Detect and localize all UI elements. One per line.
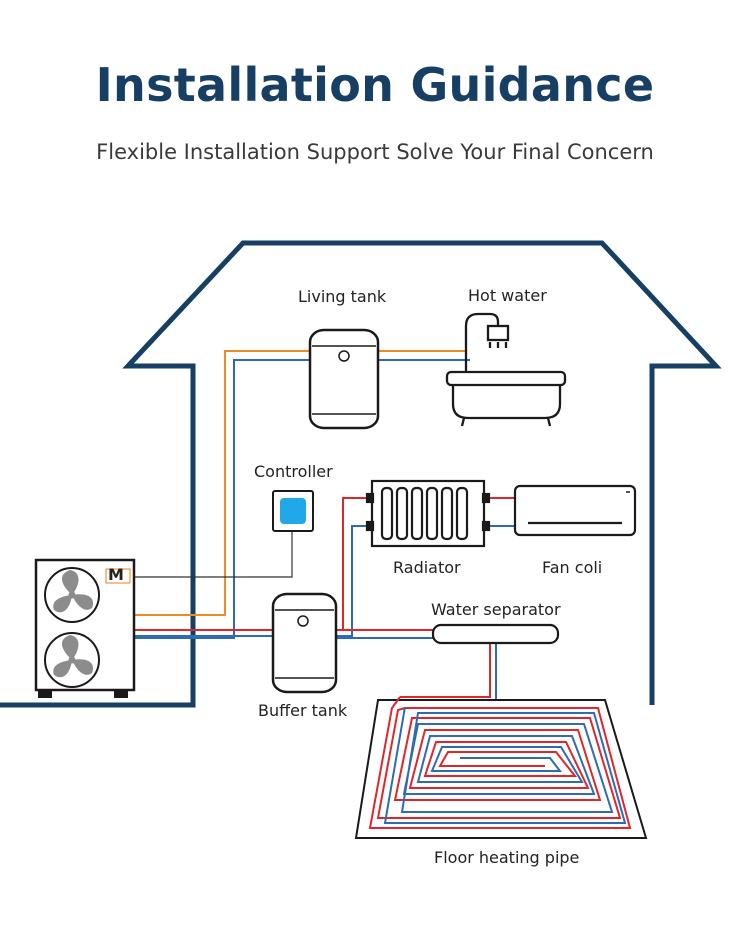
tank-gauge-icon: [297, 615, 309, 627]
fan-coil-label: Fan coli: [542, 558, 602, 577]
floor-heating-slab: [354, 696, 648, 839]
dhw-hot-pipe: [134, 350, 310, 616]
floor-heating-label: Floor heating pipe: [434, 848, 579, 867]
page-title: Installation Guidance: [95, 58, 655, 112]
radiator-flow-pipe: [336, 497, 372, 631]
brand-logo-mark: M: [108, 565, 124, 584]
fan-blade-icon: [53, 570, 94, 613]
fan-blade-icon: [53, 635, 94, 678]
pipe-network: [134, 350, 515, 708]
bathtub-icon: [445, 312, 567, 427]
brand-logo: [105, 568, 131, 584]
water-separator-manifold: [431, 623, 560, 645]
radiator-return-pipe: [336, 525, 372, 637]
hot-water-label: Hot water: [468, 286, 547, 305]
floor-pipe-blue: [383, 706, 627, 824]
living-tank: [308, 328, 380, 430]
tank-gauge-icon: [338, 350, 350, 362]
floor-flow-feed: [400, 644, 491, 698]
dhw-cold-pipe: [134, 359, 310, 639]
radiator-label: Radiator: [393, 558, 461, 577]
controller-screen: [280, 498, 306, 524]
radiator-unit: [365, 479, 491, 548]
buffer-tank-label: Buffer tank: [258, 701, 348, 720]
controller-device: [272, 490, 314, 532]
house-outline: [0, 240, 722, 708]
living-tank-label: Living tank: [298, 287, 387, 306]
heat-pump-unit: M: [34, 558, 136, 698]
page-subtitle: Flexible Installation Support Solve Your…: [96, 140, 654, 164]
buffer-tank: [271, 592, 338, 694]
controller-wire: [134, 530, 293, 578]
floor-pipe-red: [368, 696, 632, 829]
fan-coil-unit: [513, 484, 637, 537]
controller-label: Controller: [254, 462, 333, 481]
water-separator-label: Water separator: [431, 600, 561, 619]
